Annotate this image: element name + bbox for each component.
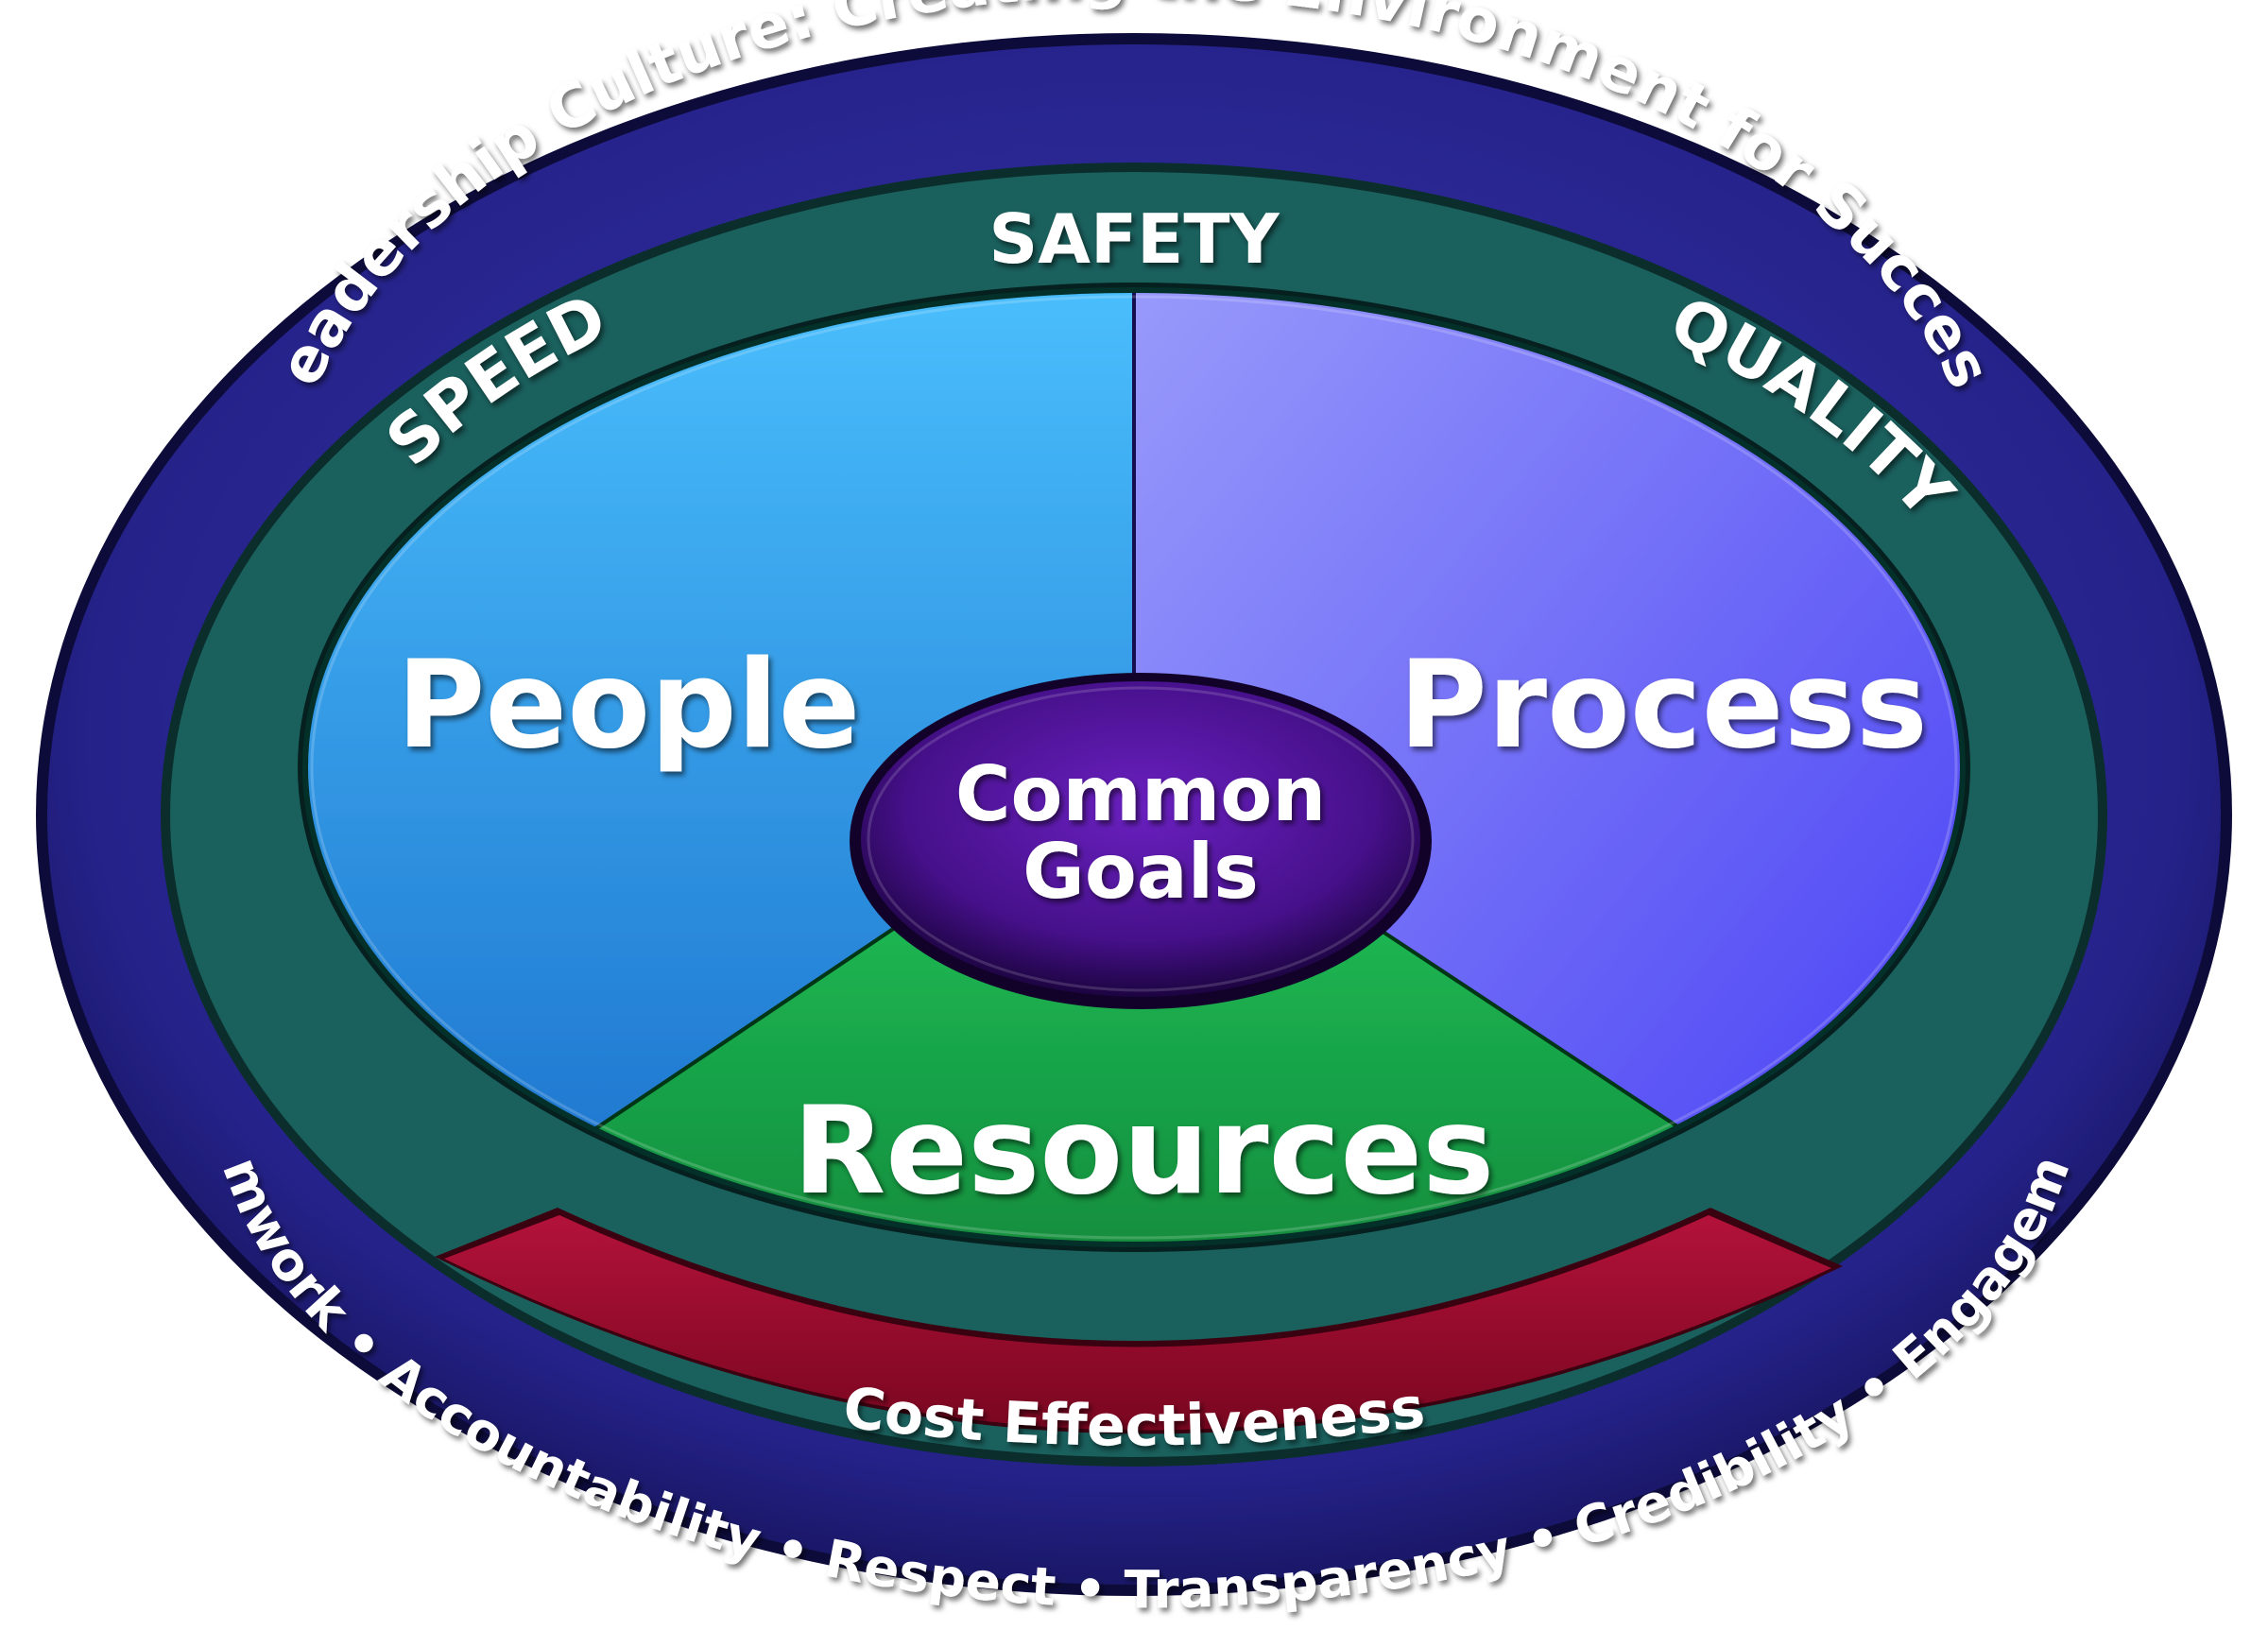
- safety-label: SAFETY: [988, 199, 1280, 279]
- goals-label: Goals: [1022, 828, 1259, 916]
- people-label: People: [397, 635, 861, 776]
- resources-segment: [305, 764, 1963, 1244]
- common-label: Common: [955, 750, 1326, 838]
- common-goals-hub: [861, 681, 1420, 997]
- resources-label: Resources: [793, 1081, 1495, 1222]
- cost-band: [435, 1208, 1843, 1434]
- process-label: Process: [1399, 635, 1928, 776]
